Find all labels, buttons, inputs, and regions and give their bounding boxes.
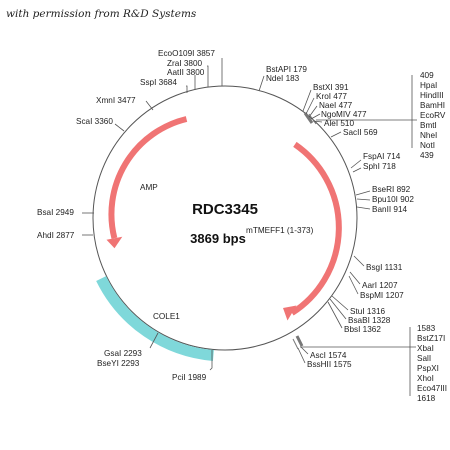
site-label: NaeI 477 <box>319 101 353 110</box>
site-label: GsaI 2293 <box>104 349 142 358</box>
site-label: BsgI 1131 <box>366 263 403 272</box>
site-label: NdeI 183 <box>266 74 300 83</box>
site-label: BssHII 1575 <box>307 360 352 369</box>
plasmid-name: RDC3345 <box>192 201 258 218</box>
mcs-top-list: 409 HpaI HindIII BamHI EcoRV BmtI NheI N… <box>420 71 446 160</box>
site-label: BanII 914 <box>372 205 407 214</box>
site-label: BseYI 2293 <box>97 359 140 368</box>
site-label: SacII 569 <box>343 128 378 137</box>
site-label: SspI 3684 <box>140 78 177 87</box>
site-label: BsaBI 1328 <box>348 316 391 325</box>
mcs-bottom-item: 1583 <box>417 324 436 333</box>
site-label: AleI 510 <box>324 119 354 128</box>
mcs-bottom-item: 1618 <box>417 394 436 403</box>
cole1-arc <box>96 276 214 361</box>
site-label: FspAI 714 <box>363 152 401 161</box>
mcs-top-item: 439 <box>420 151 434 160</box>
site-label: BsaI 2949 <box>37 208 74 217</box>
mcs-bottom-item: XbaI <box>417 344 434 353</box>
mcs-top-item: NheI <box>420 131 437 140</box>
site-label: XmnI 3477 <box>96 96 136 105</box>
permission-caption: with permission from R&D Systems <box>6 8 197 20</box>
amp-arrow <box>108 116 188 239</box>
site-label: BspMI 1207 <box>360 291 404 300</box>
site-label: NgoMIV 477 <box>321 110 367 119</box>
mcs-bottom-item: XhoI <box>417 374 434 383</box>
site-label: AarI 1207 <box>362 281 398 290</box>
mcs-top-item: HindIII <box>420 91 444 100</box>
mcs-top-item: 409 <box>420 71 434 80</box>
mcs-bottom-item: Eco47III <box>417 384 447 393</box>
mcs-top-item: BamHI <box>420 101 445 110</box>
mcs-bottom-list: 1583 BstZ17I XbaI SalI PspXI XhoI Eco47I… <box>417 324 447 403</box>
site-label: SphI 718 <box>363 162 396 171</box>
insert-arrowhead <box>283 305 297 321</box>
site-label: PciI 1989 <box>172 373 207 382</box>
site-label: EcoO109I 3857 <box>158 49 215 58</box>
leader-lines <box>82 58 417 396</box>
site-label: AhdI 2877 <box>37 231 75 240</box>
site-label: BstXI 391 <box>313 83 349 92</box>
mcs-top-item: HpaI <box>420 81 437 90</box>
mcs-bottom-item: PspXI <box>417 364 439 373</box>
amp-arrowhead <box>106 236 123 249</box>
site-label: KroI 477 <box>316 92 347 101</box>
mcs-bottom-item: BstZ17I <box>417 334 445 343</box>
amp-label: AMP <box>140 183 158 192</box>
site-label: AscI 1574 <box>310 351 347 360</box>
cole1-label: COLE1 <box>153 312 180 321</box>
insert-arrow <box>290 141 342 316</box>
site-label: BstAPI 179 <box>266 65 307 74</box>
mcs-bottom-marker <box>292 335 304 350</box>
restriction-sites: EcoO109I 3857 ZraI 3800 AatII 3800 SspI … <box>37 49 414 382</box>
site-label: Bpu10I 902 <box>372 195 414 204</box>
site-label: BbsI 1362 <box>344 325 381 334</box>
mcs-bottom-item: SalI <box>417 354 431 363</box>
site-label: BseRI 892 <box>372 185 411 194</box>
mcs-top-item: EcoRV <box>420 111 446 120</box>
site-label: StuI 1316 <box>350 307 385 316</box>
mcs-top-item: BmtI <box>420 121 437 130</box>
plasmid-backbone <box>92 85 358 351</box>
site-label: AatII 3800 <box>167 68 205 77</box>
site-label: ZraI 3800 <box>167 59 202 68</box>
site-label: ScaI 3360 <box>76 117 113 126</box>
mcs-top-item: NotI <box>420 141 435 150</box>
plasmid-size: 3869 bps <box>190 231 246 246</box>
insert-label: mTMEFF1 (1-373) <box>246 226 314 235</box>
